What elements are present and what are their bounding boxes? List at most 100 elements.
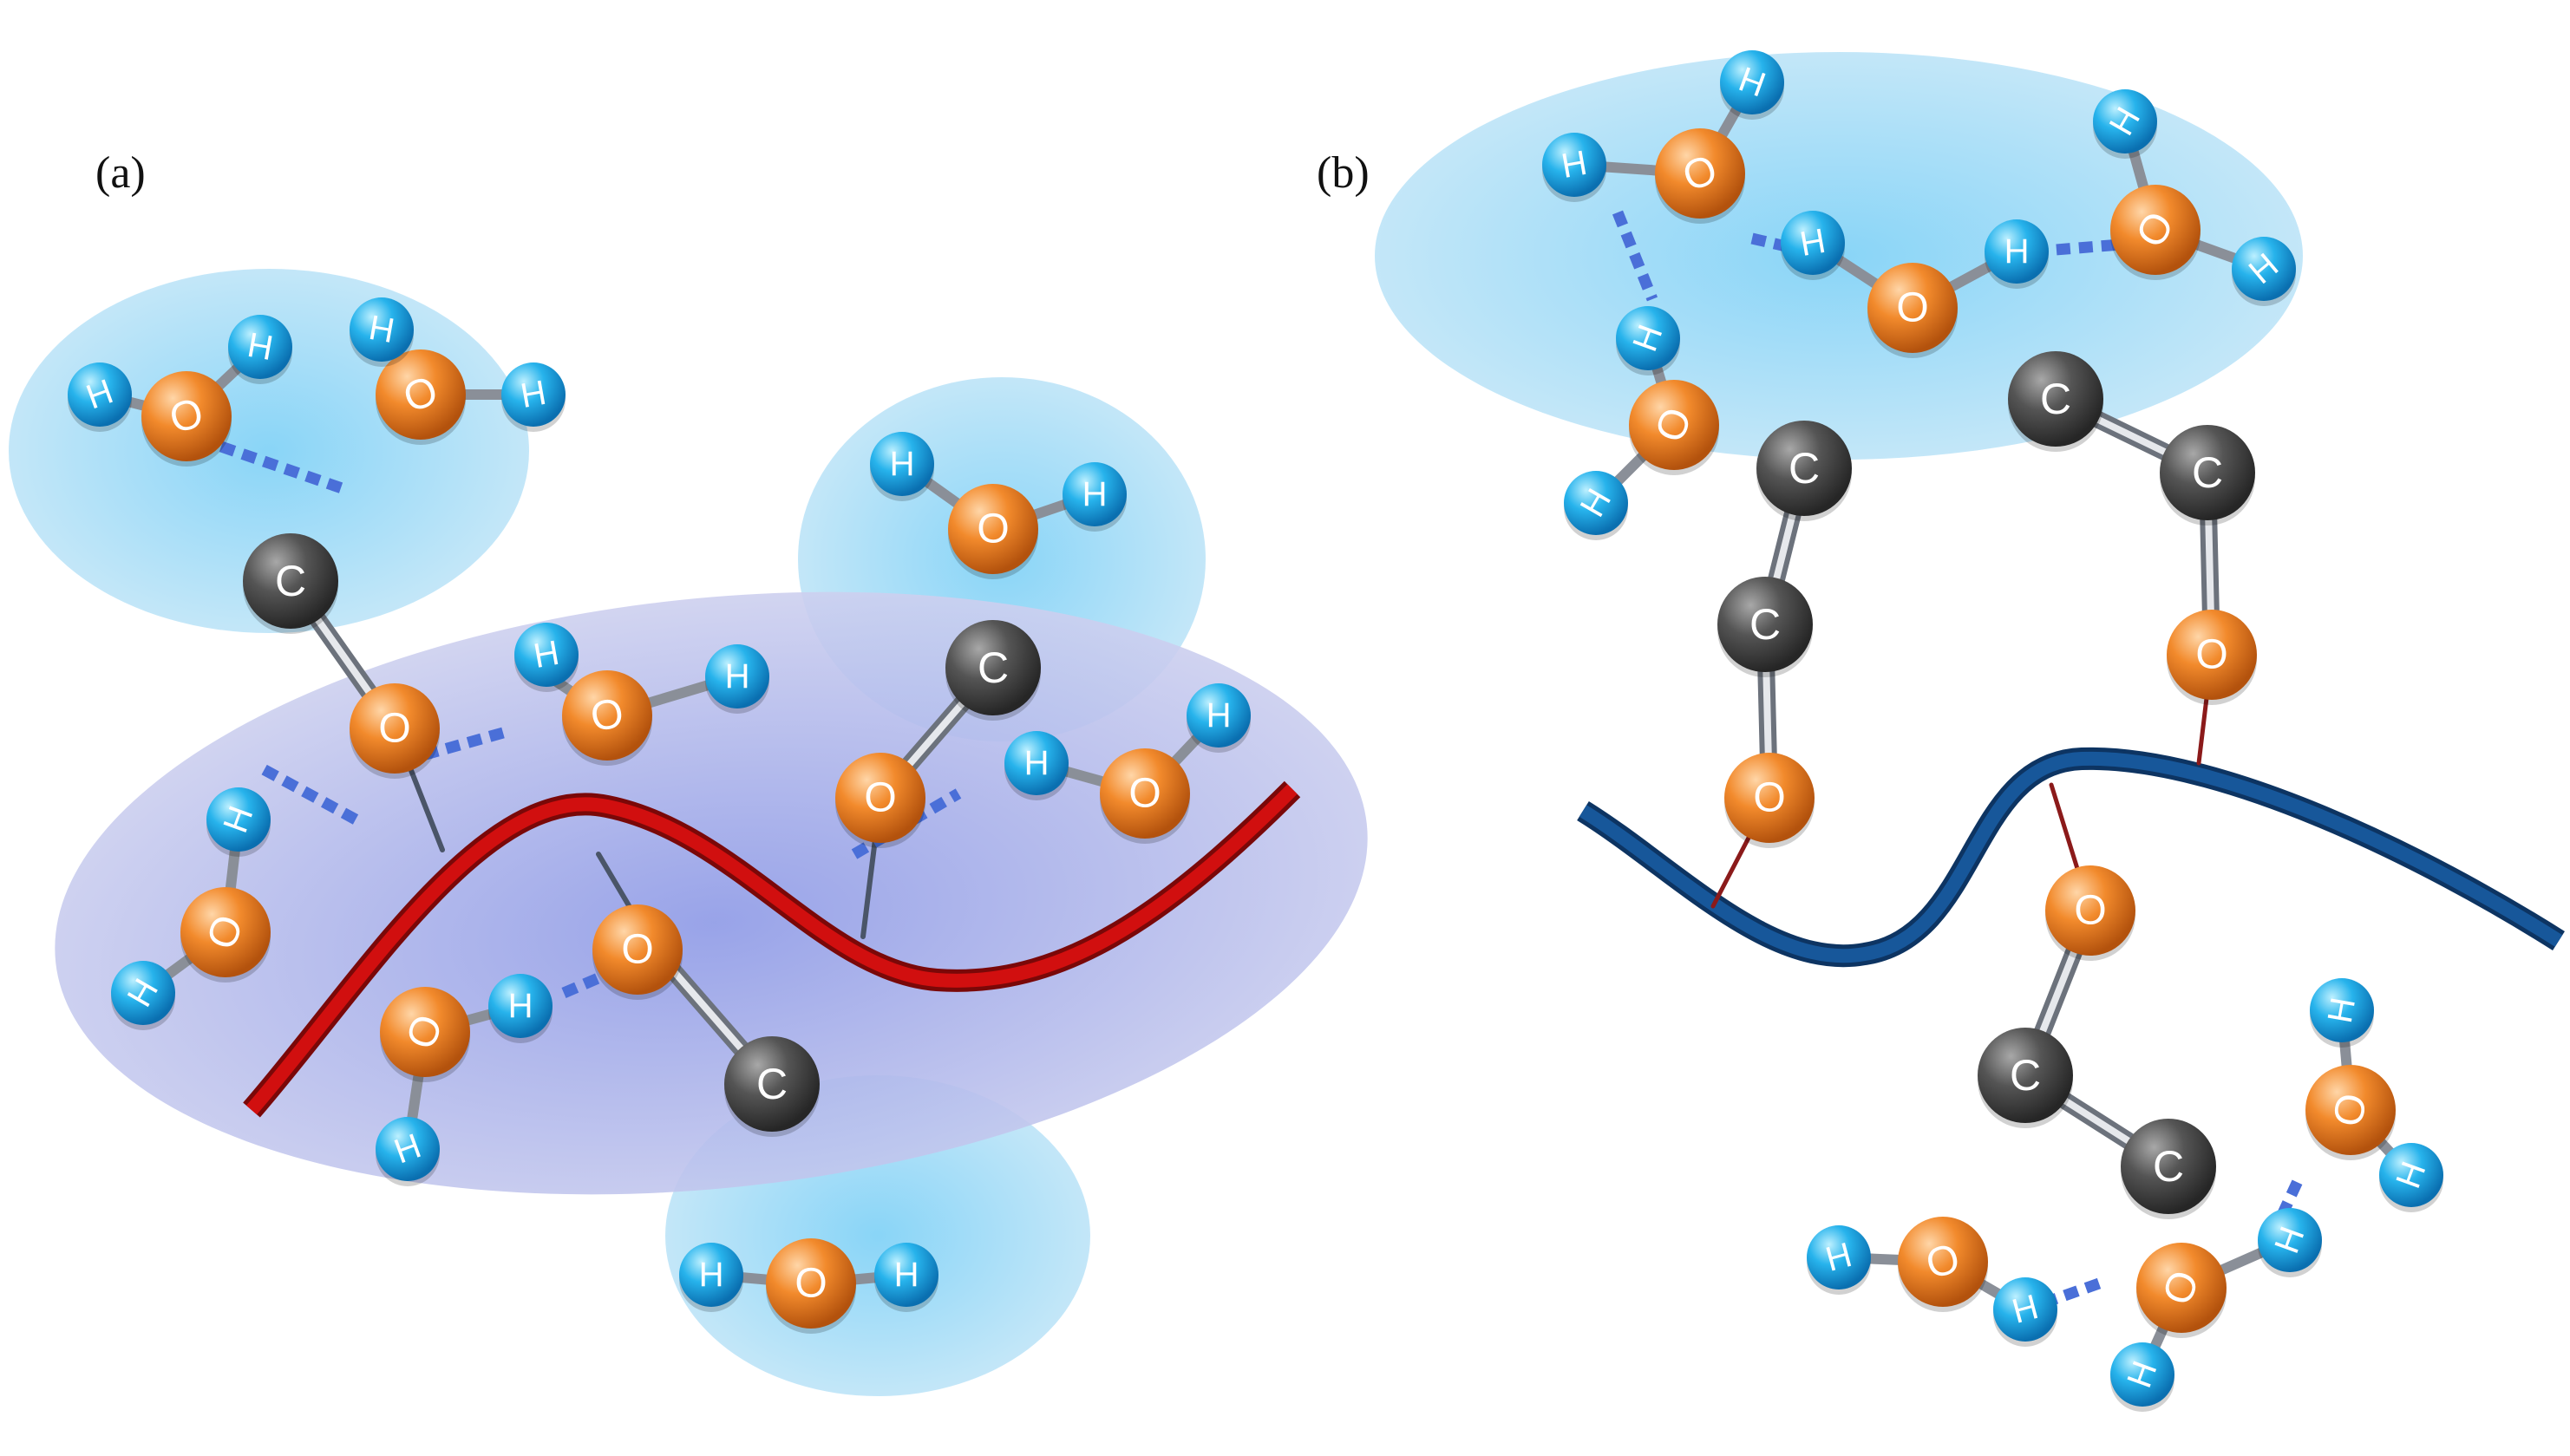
atom-sphere (724, 1036, 820, 1132)
atom-sphere (2167, 610, 2257, 700)
hydrogen-atom: H (228, 315, 292, 384)
hydrogen-atom: H (1985, 219, 2049, 289)
hydrogen-atom: H (1542, 133, 1606, 202)
carbon-atom: C (724, 1036, 820, 1137)
carbon-atom: C (1756, 421, 1852, 521)
hydrogen-atom: H (68, 362, 132, 432)
atom-sphere (350, 297, 414, 362)
atom-sphere (562, 670, 652, 761)
hydrogen-atom: H (1781, 211, 1845, 280)
hydrogen-atom: H (111, 961, 175, 1030)
hydrogen-atom: H (679, 1243, 743, 1312)
hydrogen-atom: H (1187, 683, 1251, 753)
atom-sphere (1756, 421, 1852, 516)
carbon-atom: C (243, 533, 338, 634)
hydrogen-atom: H (1616, 306, 1680, 375)
atom-sphere (180, 887, 271, 977)
oxygen-atom: O (141, 371, 232, 467)
atom-sphere (835, 753, 925, 843)
polymer-chain-a (245, 784, 1298, 1115)
atom-sphere (1655, 128, 1745, 219)
hydrogen-bond-dash (2023, 1277, 2102, 1316)
hydrogen-atom: H (1993, 1277, 2057, 1347)
atom-label: C (275, 557, 306, 605)
oxygen-atom: O (380, 987, 470, 1082)
atom-label: O (1896, 285, 1928, 331)
hydrogen-atom: H (1004, 731, 1069, 800)
polymer-chain-b (1579, 751, 2563, 963)
atom-sphere (111, 961, 175, 1025)
oxygen-atom: O (1655, 128, 1745, 224)
atom-label: H (894, 1256, 919, 1294)
atom-sphere (2121, 1119, 2216, 1214)
hydrogen-atom: H (350, 297, 414, 367)
atom-sphere (2232, 237, 2296, 301)
panel-label-a: (a) (95, 148, 146, 198)
atom-label: C (978, 643, 1009, 692)
atom-sphere (2110, 185, 2201, 275)
atom-label: H (890, 445, 915, 483)
carbon-atom: C (1978, 1028, 2073, 1128)
atom-sphere (228, 315, 292, 379)
atom-sphere (2110, 1342, 2174, 1407)
atom-label: O (2074, 888, 2106, 934)
hydrogen-atom: H (2310, 978, 2374, 1048)
atom-sphere (679, 1243, 743, 1307)
hydrogen-atom: H (2258, 1208, 2322, 1277)
atom-sphere (68, 362, 132, 427)
atom-label: H (1024, 744, 1050, 782)
atom-label: O (1128, 771, 1161, 817)
hydrogen-bond-dash (257, 762, 359, 825)
atom-label: C (2192, 448, 2223, 497)
oxygen-atom: O (766, 1238, 856, 1334)
hydrogen-atom: H (1720, 50, 1784, 120)
atom-label: O (587, 690, 627, 741)
atom-sphere (2093, 89, 2157, 153)
atom-sphere (592, 904, 683, 995)
atom-sphere (1004, 731, 1069, 795)
atom-label: H (1082, 475, 1108, 513)
atom-sphere (1564, 471, 1628, 535)
oxygen-atom: O (1724, 753, 1815, 848)
atom-label: O (2325, 1090, 2377, 1130)
atom-sphere (705, 644, 769, 708)
atom-label: C (2153, 1142, 2184, 1191)
atom-sphere (376, 349, 466, 440)
oxygen-atom: O (562, 670, 652, 766)
oxygen-atom: O (1898, 1217, 1988, 1312)
oxygen-atom: O (1100, 748, 1190, 844)
hydrogen-atom: H (1063, 462, 1127, 532)
hydrogen-bond-dash (2033, 238, 2122, 258)
atom-sphere (1993, 1277, 2057, 1342)
atom-sphere (1724, 753, 1815, 843)
atom-sphere (2136, 1243, 2227, 1333)
atom-label: C (756, 1060, 788, 1108)
hydrogen-bond-dash (851, 788, 962, 859)
oxygen-atom: O (376, 349, 466, 445)
atom-sphere (1781, 211, 1845, 275)
atom-sphere (243, 533, 338, 629)
atom-label: C (2010, 1051, 2041, 1100)
atom-sphere (874, 1243, 938, 1307)
atom-sphere (948, 484, 1038, 574)
oxygen-atom: O (350, 683, 440, 779)
atom-sphere (350, 683, 440, 774)
oxygen-atom: O (180, 887, 271, 983)
oxygen-atom: O (835, 753, 925, 848)
atom-sphere (766, 1238, 856, 1329)
atom-label: H (1207, 696, 1232, 735)
atom-label: O (378, 706, 410, 752)
atom-sphere (2305, 1065, 2396, 1155)
atom-label: H (508, 987, 533, 1025)
atom-label: H (725, 657, 750, 695)
oxygen-atom: O (1629, 380, 1719, 475)
oxygen-atom: O (2167, 610, 2257, 705)
atom-sphere (1629, 380, 1719, 470)
oxygen-atom: O (2136, 1243, 2227, 1338)
hydrogen-atom: H (501, 362, 566, 432)
carbon-atom: C (1717, 577, 1813, 677)
chains-layer (243, 747, 2565, 1118)
hydrogen-atom: H (870, 432, 934, 501)
panel-label-b: (b) (1317, 148, 1370, 198)
